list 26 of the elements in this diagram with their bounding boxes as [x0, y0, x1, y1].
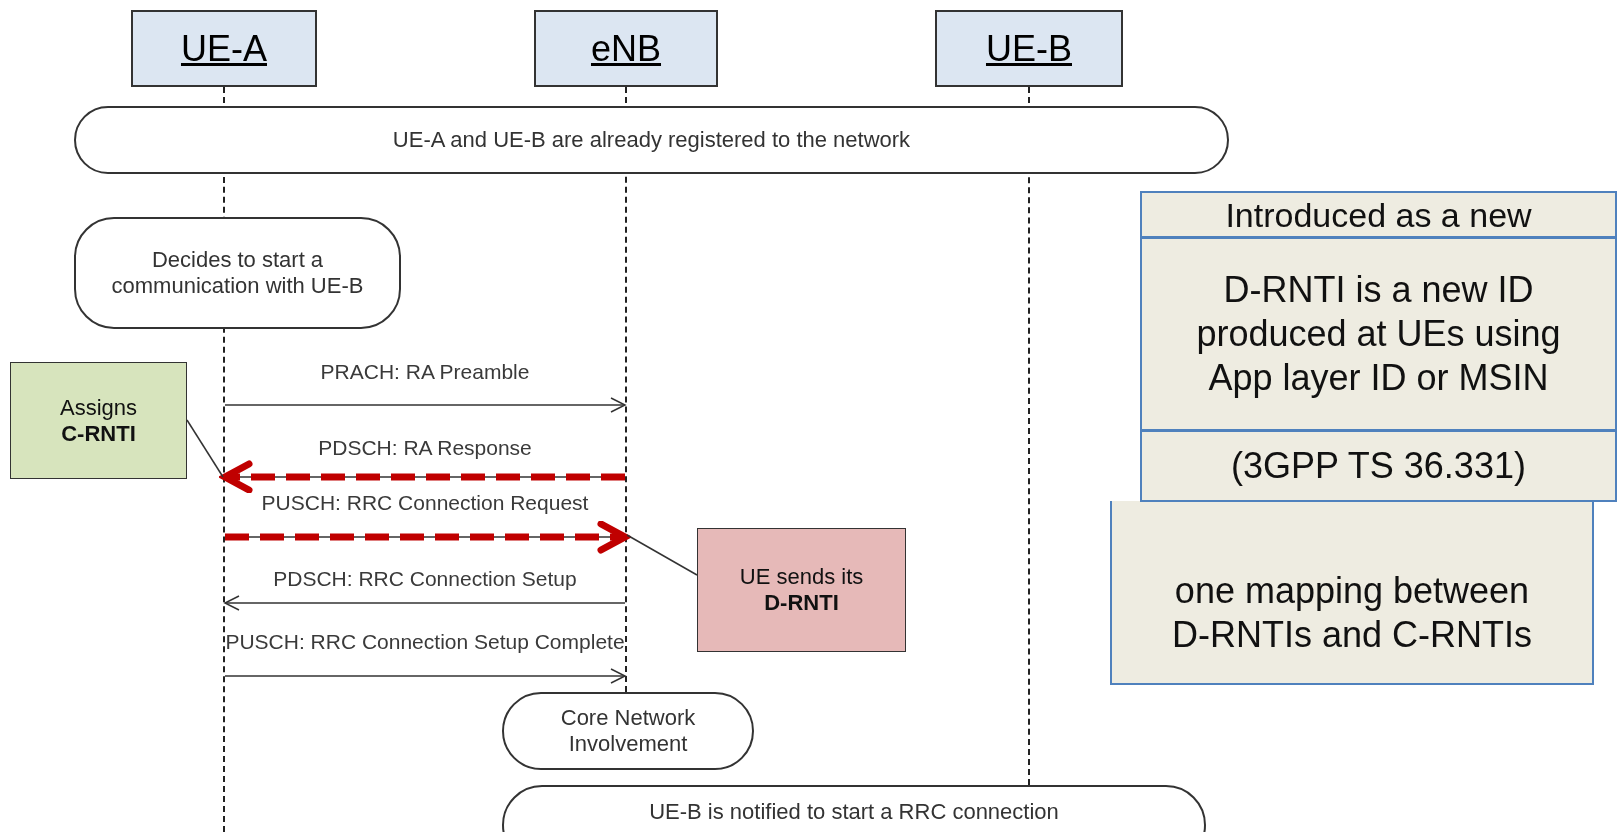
leader-line [626, 534, 698, 576]
participant-box: UE-A [131, 10, 317, 87]
message-arrow [224, 595, 626, 611]
lifeline [1028, 87, 1030, 785]
message-arrow [224, 397, 626, 413]
message-label: PDSCH: RRC Connection Setup [273, 567, 577, 591]
rounded-note: UE-A and UE-B are already registered to the network [74, 106, 1229, 174]
lifeline [625, 87, 627, 692]
message-label: PDSCH: RA Response [318, 436, 532, 460]
leader-line [186, 419, 224, 478]
note-box: one mapping between D-RNTIs and C-RNTIs [1110, 501, 1594, 685]
participant-box: eNB [534, 10, 718, 87]
message-label: PUSCH: RRC Connection Setup Complete [225, 630, 625, 654]
rounded-note: UE-B is notified to start a RRC connection [502, 785, 1206, 832]
participant-box: UE-B [935, 10, 1123, 87]
message-label: PRACH: RA Preamble [320, 360, 530, 384]
callout-box: Assigns C-RNTI [10, 362, 187, 479]
message-label: PUSCH: RRC Connection Request [261, 491, 589, 515]
message-arrow [224, 668, 626, 684]
note-box: Introduced as a new [1140, 191, 1617, 238]
callout-box: UE sends its D-RNTI [697, 528, 906, 652]
note-box: (3GPP TS 36.331) [1140, 430, 1617, 502]
lifeline [223, 87, 225, 832]
rounded-note: Core Network Involvement [502, 692, 754, 770]
note-box: D-RNTI is a new ID produced at UEs using App layer ID or MSIN [1140, 237, 1617, 431]
rounded-note: Decides to start a communication with UE-B [74, 217, 401, 329]
